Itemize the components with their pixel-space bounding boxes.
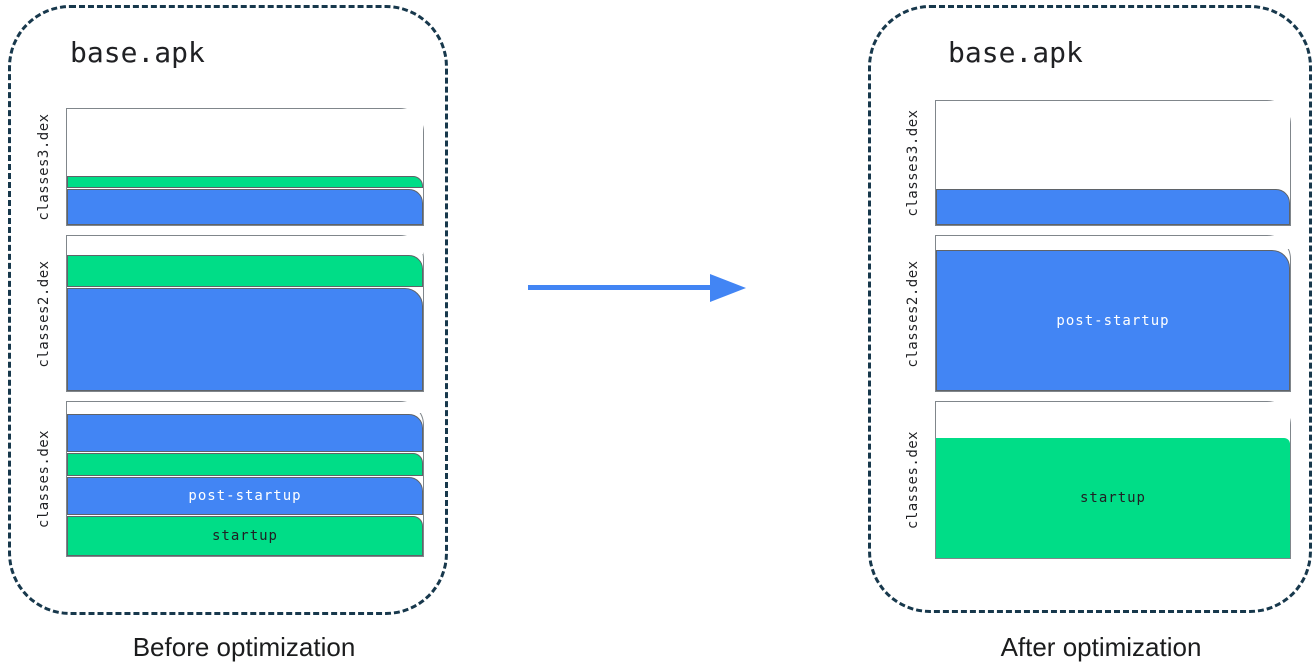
file-classes2-dex-after: classes2.dex post-startup bbox=[905, 235, 1291, 392]
segment-empty bbox=[67, 236, 423, 254]
file-name-label: classes.dex bbox=[905, 430, 921, 530]
dex-page bbox=[66, 108, 424, 226]
file-name-label: classes.dex bbox=[36, 429, 52, 529]
segment-empty bbox=[67, 402, 423, 413]
segment-blue bbox=[67, 288, 423, 391]
file-name-label: classes2.dex bbox=[36, 259, 52, 368]
file-classes-dex-before: classes.dex post-startup startup bbox=[36, 401, 424, 557]
segment-green bbox=[67, 453, 423, 476]
segment-green bbox=[67, 176, 423, 188]
segment-empty bbox=[67, 109, 423, 175]
segment-blue bbox=[936, 189, 1290, 225]
segment-green bbox=[67, 255, 423, 287]
segment-startup: startup bbox=[67, 516, 423, 556]
segment-startup: startup bbox=[936, 438, 1290, 558]
arrow-shaft bbox=[528, 285, 714, 290]
post-startup-label: post-startup bbox=[188, 488, 302, 504]
arrow-head bbox=[710, 273, 746, 302]
file-classes3-dex-before: classes3.dex bbox=[36, 108, 424, 226]
caption-before: Before optimization bbox=[132, 632, 356, 662]
file-name-label: classes2.dex bbox=[905, 259, 921, 368]
dex-page: post-startup startup bbox=[66, 401, 424, 557]
caption-after: After optimization bbox=[1000, 632, 1202, 662]
apk-panel-after: base.apk classes3.dex classes2.dex post-… bbox=[868, 5, 1312, 613]
dex-page: post-startup bbox=[935, 235, 1291, 392]
startup-label: startup bbox=[1079, 490, 1146, 506]
file-name-label: classes3.dex bbox=[905, 109, 921, 217]
file-classes2-dex-before: classes2.dex bbox=[36, 235, 424, 392]
segment-blue bbox=[67, 414, 423, 452]
file-classes-dex-after: classes.dex startup bbox=[905, 401, 1291, 559]
segment-blue bbox=[67, 189, 423, 225]
apk-title-before: base.apk bbox=[70, 36, 205, 69]
startup-label: startup bbox=[211, 528, 278, 544]
file-name-label: classes3.dex bbox=[36, 113, 52, 221]
apk-panel-before: base.apk classes3.dex classes2.dex class… bbox=[8, 5, 448, 615]
segment-empty bbox=[936, 236, 1290, 249]
segment-post-startup: post-startup bbox=[936, 250, 1290, 391]
dex-page bbox=[935, 100, 1291, 226]
dex-page: startup bbox=[935, 401, 1291, 559]
apk-title-after: base.apk bbox=[948, 36, 1083, 69]
post-startup-label: post-startup bbox=[1056, 312, 1170, 329]
file-classes3-dex-after: classes3.dex bbox=[905, 100, 1291, 226]
segment-post-startup: post-startup bbox=[67, 477, 423, 515]
segment-empty bbox=[936, 101, 1290, 188]
segment-empty bbox=[936, 402, 1290, 437]
dex-page bbox=[66, 235, 424, 392]
